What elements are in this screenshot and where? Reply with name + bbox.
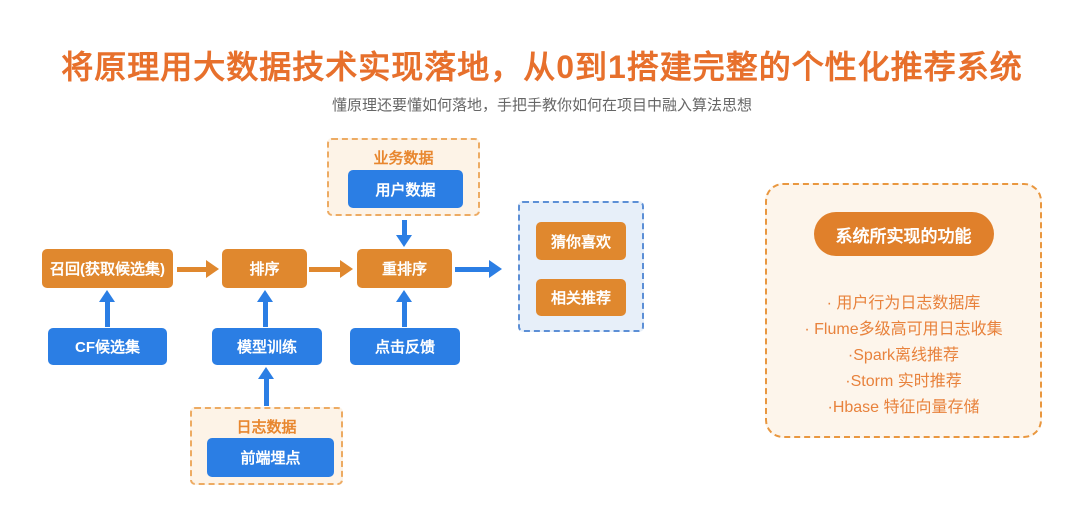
model-training-node: 模型训练 (212, 328, 322, 365)
log-data-group-label: 日志数据 (236, 419, 297, 436)
arrow-shaft (401, 301, 407, 327)
user-data-node: 用户数据 (348, 170, 463, 208)
arrow-head (99, 290, 115, 302)
frontend-tracking-node: 前端埋点 (207, 438, 334, 477)
arrow-shaft (262, 301, 268, 327)
guess-you-like-node: 猜你喜欢 (536, 222, 626, 260)
arrow-head (258, 367, 274, 379)
arrow-recall-to-sort (177, 260, 219, 278)
related-recommend-node: 相关推荐 (536, 279, 626, 316)
page-subtitle: 懂原理还要懂如何落地，手把手教你如何在项目中融入算法思想 (331, 97, 752, 114)
arrow-click-to-rerank (396, 290, 412, 327)
click-feedback-node: 点击反馈 (350, 328, 460, 365)
features-list-item: ·Hbase 特征向量存储 (827, 399, 980, 416)
features-panel-title: 系统所实现的功能 (813, 212, 994, 256)
recall-node: 召回(获取候选集) (42, 249, 173, 288)
features-panel: 系统所实现的功能 · 用户行为日志数据库 · Flume多级高可用日志收集 ·S… (765, 183, 1042, 438)
arrow-head (396, 290, 412, 302)
arrow-shaft (263, 378, 269, 406)
arrow-shaft (401, 220, 407, 236)
features-list-item: · Flume多级高可用日志收集 (804, 321, 1003, 338)
business-data-group: 业务数据 用户数据 (327, 138, 480, 216)
arrow-head (489, 260, 502, 278)
features-list-item: · 用户行为日志数据库 (826, 295, 981, 312)
rerank-node: 重排序 (357, 249, 452, 288)
page-title: 将原理用大数据技术实现落地，从0到1搭建完整的个性化推荐系统 (61, 49, 1023, 85)
cf-candidate-node: CF候选集 (48, 328, 167, 365)
arrow-head (396, 235, 412, 247)
arrow-shaft (104, 301, 110, 327)
arrow-shaft (309, 266, 341, 272)
arrow-business-to-rerank (396, 220, 412, 247)
arrow-shaft (455, 266, 490, 272)
arrow-shaft (177, 266, 207, 272)
business-data-group-label: 业务数据 (373, 150, 434, 167)
arrow-rerank-to-output (455, 260, 502, 278)
output-group: 猜你喜欢 相关推荐 (518, 201, 644, 332)
features-list-item: ·Storm 实时推荐 (845, 373, 962, 390)
arrow-head (257, 290, 273, 302)
features-list-item: ·Spark离线推荐 (847, 347, 960, 364)
features-list: · 用户行为日志数据库 · Flume多级高可用日志收集 ·Spark离线推荐 … (767, 291, 1040, 421)
arrow-head (340, 260, 353, 278)
arrow-model-to-sort (257, 290, 273, 327)
log-data-group: 日志数据 前端埋点 (190, 407, 343, 485)
arrow-cf-to-recall (99, 290, 115, 327)
arrow-sort-to-rerank (309, 260, 353, 278)
arrow-head (206, 260, 219, 278)
arrow-log-to-model (258, 367, 274, 406)
sort-node: 排序 (222, 249, 307, 288)
